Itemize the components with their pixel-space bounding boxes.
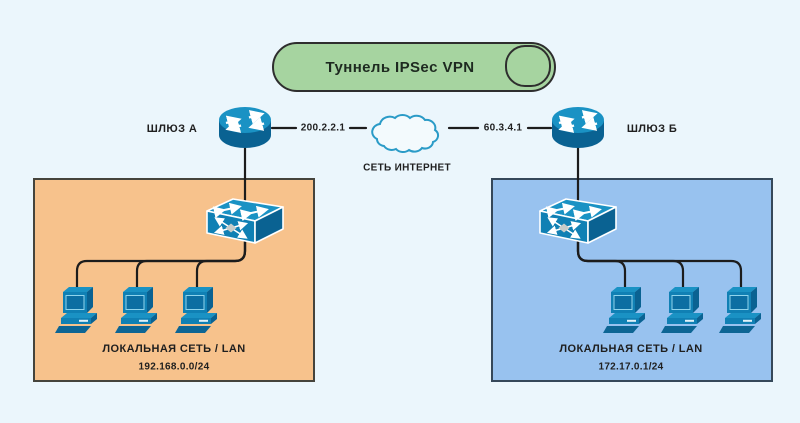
tunnel-label: Туннель IPSec VPN <box>325 58 475 76</box>
gateway-b-label: ШЛЮЗ Б <box>626 123 678 135</box>
switch-b-icon <box>538 197 618 245</box>
computer-icon <box>115 286 158 334</box>
computer-icon <box>719 286 762 334</box>
gateway-a-wan-ip: 200.2.2.1 <box>300 122 346 134</box>
computer-icon <box>55 286 98 334</box>
lan-a-subnet: 192.168.0.0/24 <box>138 361 210 373</box>
computer-icon <box>661 286 704 334</box>
internet-label: СЕТЬ ИНТЕРНЕТ <box>363 162 451 174</box>
computer-icon <box>603 286 646 334</box>
lan-b-subnet: 172.17.0.1/24 <box>598 361 664 373</box>
router-a-icon <box>218 106 272 150</box>
computer-icon <box>175 286 218 334</box>
vpn-tunnel: Туннель IPSec VPN <box>272 42 556 92</box>
router-b-icon <box>551 106 605 150</box>
lan-b-title: ЛОКАЛЬНАЯ СЕТЬ / LAN <box>559 343 703 355</box>
tunnel-cap <box>505 45 551 87</box>
gateway-a-label: ШЛЮЗ А <box>146 123 198 135</box>
gateway-b-wan-ip: 60.3.4.1 <box>483 122 523 134</box>
internet-cloud-icon <box>371 114 439 153</box>
lan-a-title: ЛОКАЛЬНАЯ СЕТЬ / LAN <box>102 343 246 355</box>
switch-a-icon <box>205 197 285 245</box>
